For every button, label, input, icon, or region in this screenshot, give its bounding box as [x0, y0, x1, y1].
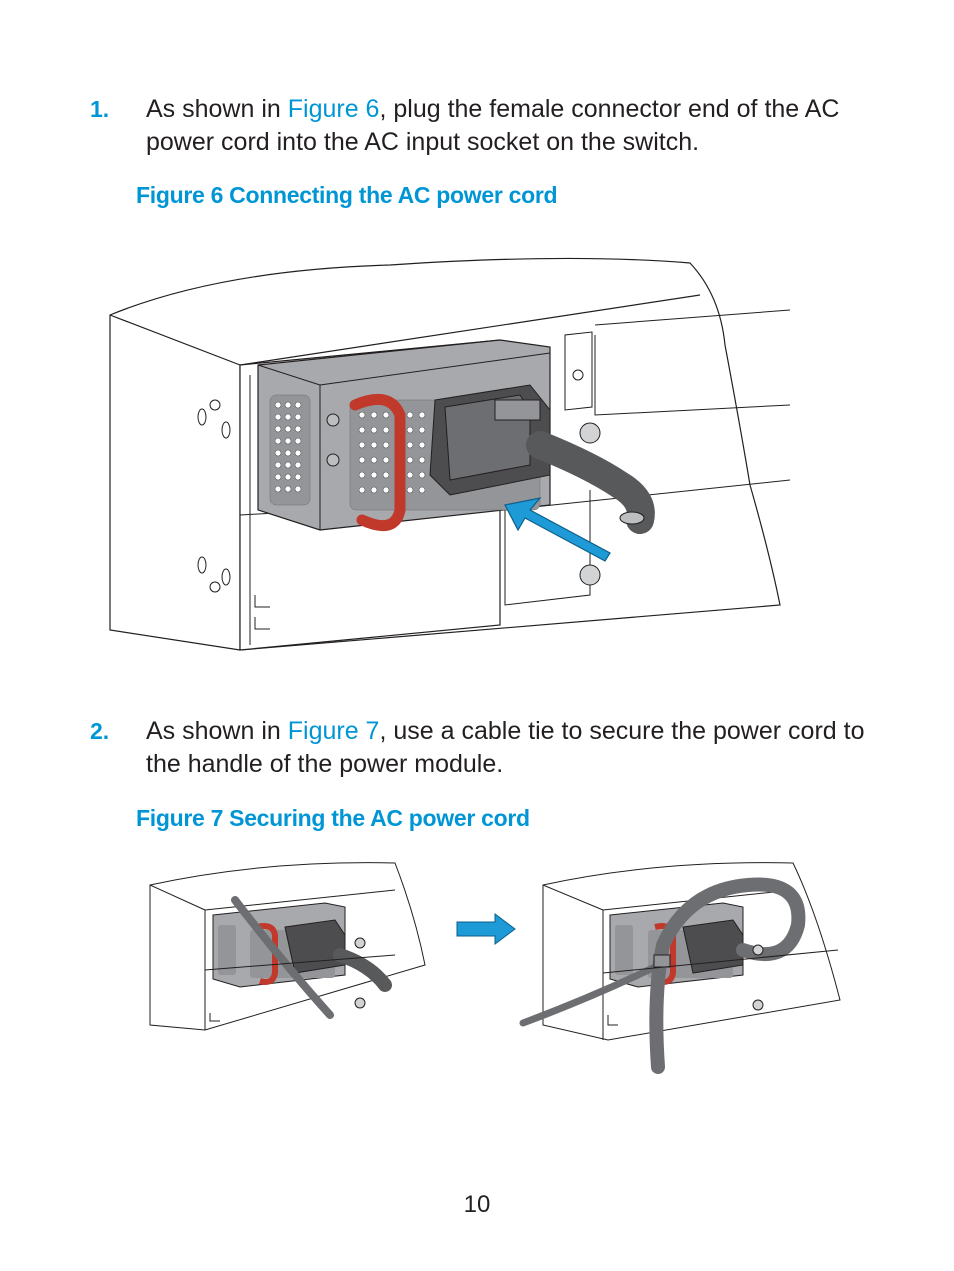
figure-7-arrow-icon [456, 913, 516, 945]
step-text-rest: , plug the female connector end of the A… [146, 95, 840, 156]
step-number: 1. [90, 96, 110, 122]
step-text-lead: As shown in [146, 95, 288, 123]
figure-7-caption: Figure 7 Securing the AC power cord [136, 805, 530, 831]
step-text: As shown in Figure 6, plug the female co… [146, 93, 886, 159]
figure-7-link[interactable]: Figure 7 [287, 717, 380, 745]
figure-6-caption: Figure 6 Connecting the AC power cord [136, 182, 558, 208]
step-number: 2. [90, 718, 110, 744]
step-text-rest: , use a cable tie to secure the power co… [146, 717, 865, 778]
figure-6-link[interactable]: Figure 6 [287, 95, 380, 123]
page-number: 10 [463, 1191, 491, 1218]
figure-7-right-illustration [519, 862, 841, 1074]
figure-6-illustration [109, 257, 791, 651]
step-text: As shown in Figure 7, use a cable tie to… [146, 715, 886, 781]
figure-7-left-illustration [149, 862, 426, 1031]
step-text-lead: As shown in [146, 717, 288, 745]
